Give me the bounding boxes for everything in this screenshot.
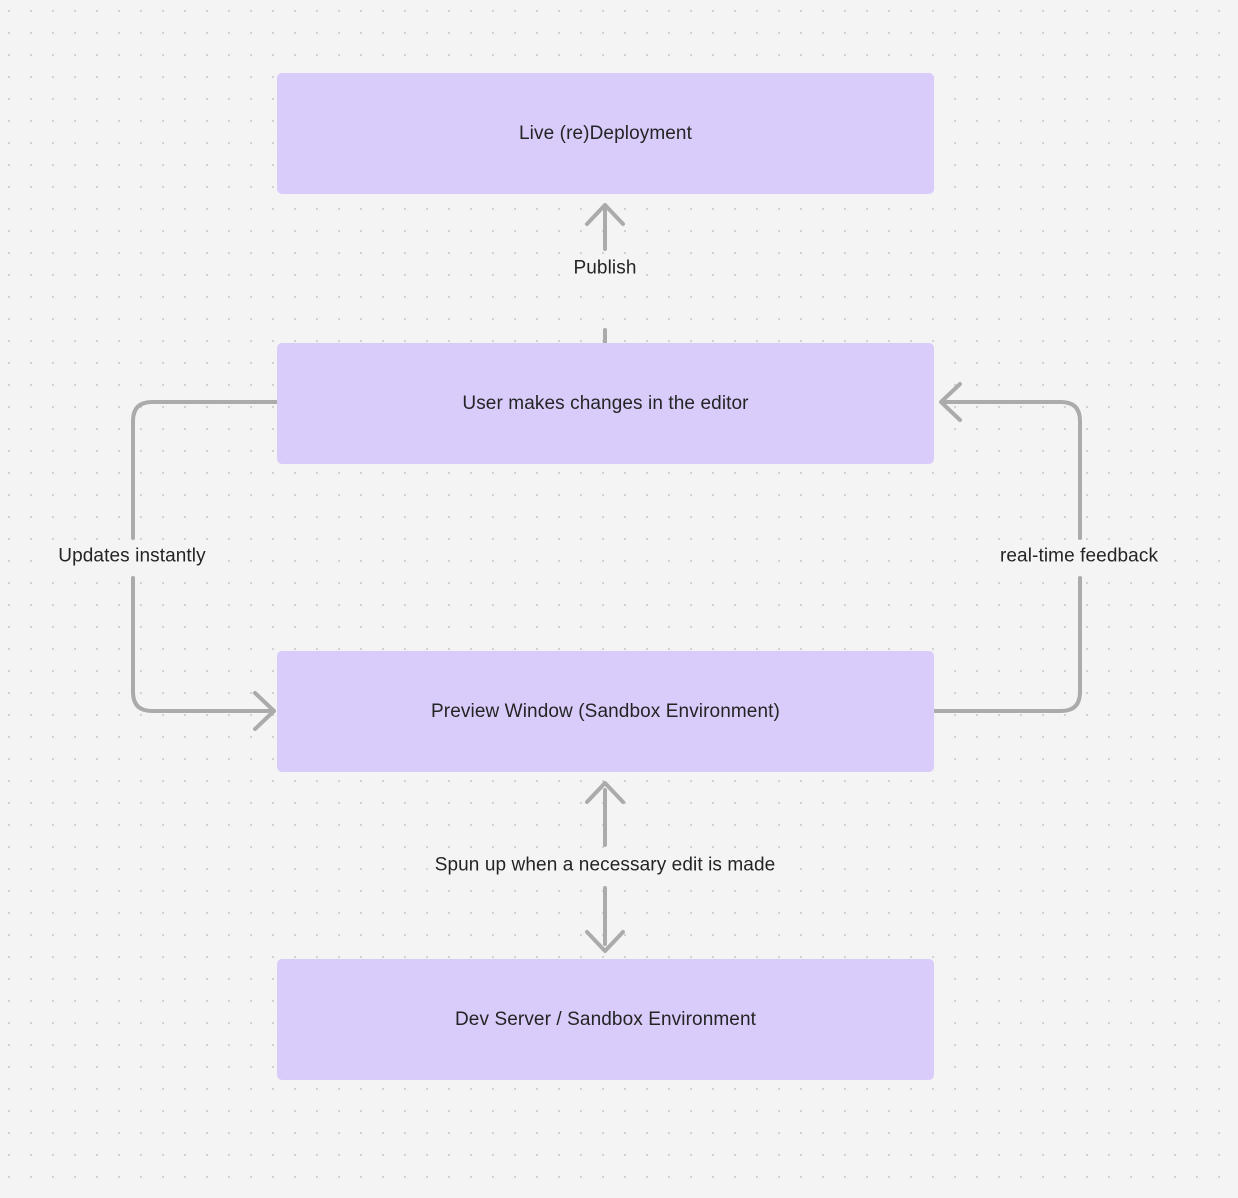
edge-feedback-line-lower	[932, 576, 1082, 713]
node-label-preview-window: Preview Window (Sandbox Environment)	[431, 700, 780, 722]
edge-feedback-arrowhead	[939, 382, 962, 422]
edge-label-spun-up: Spun up when a necessary edit is made	[427, 853, 783, 879]
node-label-dev-server: Dev Server / Sandbox Environment	[454, 1008, 756, 1030]
edge-label-real-time-feedback: real-time feedback	[992, 544, 1166, 570]
edge-spun-up-arrowhead-up	[585, 781, 625, 804]
node-preview-window[interactable]: Preview Window (Sandbox Environment)	[277, 651, 934, 772]
node-dev-server[interactable]: Dev Server / Sandbox Environment	[277, 959, 934, 1080]
edge-publish-arrowhead	[585, 203, 625, 226]
edge-label-publish: Publish	[566, 256, 644, 282]
node-live-deployment[interactable]: Live (re)Deployment	[277, 73, 934, 194]
node-label-user-edits: User makes changes in the editor	[462, 392, 749, 414]
edge-updates-arrowhead	[253, 691, 276, 731]
edge-updates-line-lower	[131, 576, 275, 713]
edge-spun-up-arrowhead-down	[585, 930, 625, 953]
node-user-edits[interactable]: User makes changes in the editor	[277, 343, 934, 464]
node-label-live-deployment: Live (re)Deployment	[519, 122, 692, 144]
edge-feedback-line-upper	[940, 400, 1082, 540]
edge-updates-line-upper	[131, 400, 279, 540]
edge-label-updates-instantly: Updates instantly	[51, 544, 213, 570]
